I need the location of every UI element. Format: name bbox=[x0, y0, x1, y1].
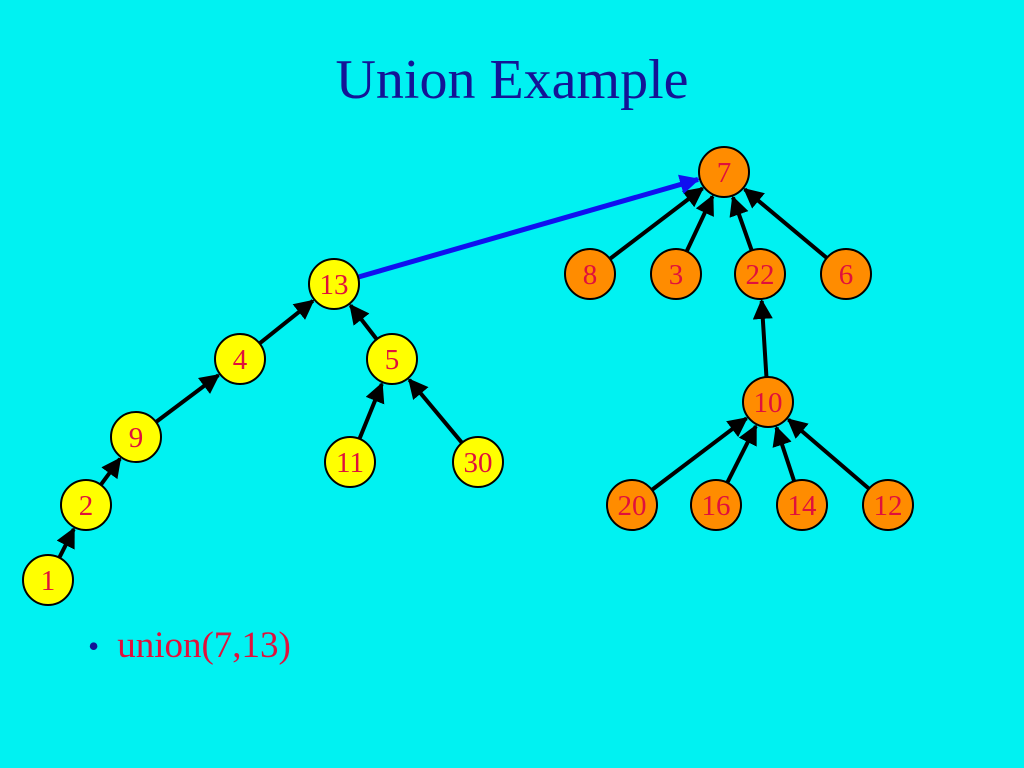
tree-node-7: 7 bbox=[698, 146, 750, 198]
tree-node-16: 16 bbox=[690, 479, 742, 531]
node-label: 7 bbox=[717, 157, 732, 189]
edge-n30-n5 bbox=[407, 378, 464, 445]
node-circle bbox=[452, 436, 504, 488]
node-label: 6 bbox=[839, 259, 854, 291]
node-label: 12 bbox=[874, 490, 903, 522]
node-circle bbox=[820, 248, 872, 300]
tree-node-8: 8 bbox=[564, 248, 616, 300]
edge-n2-n9 bbox=[99, 457, 122, 487]
node-circle bbox=[742, 376, 794, 428]
node-label: 9 bbox=[129, 422, 144, 454]
node-circle bbox=[324, 436, 376, 488]
tree-node-14: 14 bbox=[776, 479, 828, 531]
edge-n3-n7 bbox=[684, 194, 715, 253]
node-circle bbox=[698, 146, 750, 198]
bullet-item: • union(7,13) bbox=[88, 624, 291, 667]
node-label: 8 bbox=[583, 259, 598, 291]
edge-layer bbox=[56, 174, 871, 559]
tree-node-11: 11 bbox=[324, 436, 376, 488]
node-label: 13 bbox=[320, 269, 349, 301]
node-circle bbox=[366, 333, 418, 385]
node-circle bbox=[110, 411, 162, 463]
tree-node-22: 22 bbox=[734, 248, 786, 300]
node-label: 2 bbox=[79, 490, 94, 522]
bullet-text: union(7,13) bbox=[117, 625, 291, 666]
edge-n22-n7 bbox=[729, 195, 754, 252]
tree-node-3: 3 bbox=[650, 248, 702, 300]
node-circle bbox=[606, 479, 658, 531]
edge-n10-n22 bbox=[752, 298, 773, 378]
node-circle bbox=[60, 479, 112, 531]
node-label: 20 bbox=[618, 490, 647, 522]
edge-n4-n13 bbox=[258, 299, 315, 345]
node-label: 14 bbox=[788, 490, 818, 522]
tree-node-4: 4 bbox=[214, 333, 266, 385]
node-label: 11 bbox=[336, 447, 364, 479]
edge-n12-n10 bbox=[786, 418, 871, 491]
tree-node-12: 12 bbox=[862, 479, 914, 531]
node-circle bbox=[650, 248, 702, 300]
slide-title: Union Example bbox=[335, 49, 689, 111]
node-circle bbox=[214, 333, 266, 385]
node-layer: 7 8 3 22 6 10 20 16 14 12 13 4 5 9 11 30 2 1 bbox=[22, 146, 914, 606]
node-label: 10 bbox=[754, 387, 783, 419]
node-circle bbox=[22, 554, 74, 606]
node-label: 16 bbox=[702, 490, 731, 522]
edge-n1-n2 bbox=[56, 527, 76, 559]
edge-n14-n10 bbox=[772, 425, 797, 482]
tree-node-13: 13 bbox=[308, 258, 360, 310]
node-circle bbox=[862, 479, 914, 531]
node-label: 1 bbox=[41, 565, 56, 597]
node-circle bbox=[690, 479, 742, 531]
edge-n9-n4 bbox=[154, 373, 220, 424]
tree-node-5: 5 bbox=[366, 333, 418, 385]
node-circle bbox=[564, 248, 616, 300]
bullet-dot: • bbox=[88, 628, 100, 664]
edge-n5-n13 bbox=[348, 303, 379, 341]
tree-node-9: 9 bbox=[110, 411, 162, 463]
tree-node-10: 10 bbox=[742, 376, 794, 428]
tree-node-6: 6 bbox=[820, 248, 872, 300]
bullet-list: • union(7,13) bbox=[88, 624, 291, 667]
union-edge-n13-n7 bbox=[357, 174, 700, 280]
tree-node-20: 20 bbox=[606, 479, 658, 531]
node-label: 22 bbox=[746, 259, 775, 291]
edge-n11-n5 bbox=[357, 382, 385, 440]
node-circle bbox=[776, 479, 828, 531]
edge-n8-n7 bbox=[608, 186, 705, 261]
tree-node-2: 2 bbox=[60, 479, 112, 531]
node-label: 30 bbox=[464, 447, 493, 479]
node-label: 5 bbox=[385, 344, 400, 376]
node-label: 3 bbox=[669, 259, 684, 291]
edge-n20-n10 bbox=[650, 416, 749, 492]
node-circle bbox=[734, 248, 786, 300]
node-circle bbox=[308, 258, 360, 310]
tree-node-1: 1 bbox=[22, 554, 74, 606]
node-label: 4 bbox=[233, 344, 248, 376]
edge-n16-n10 bbox=[725, 424, 758, 484]
edge-n6-n7 bbox=[743, 187, 829, 260]
tree-node-30: 30 bbox=[452, 436, 504, 488]
